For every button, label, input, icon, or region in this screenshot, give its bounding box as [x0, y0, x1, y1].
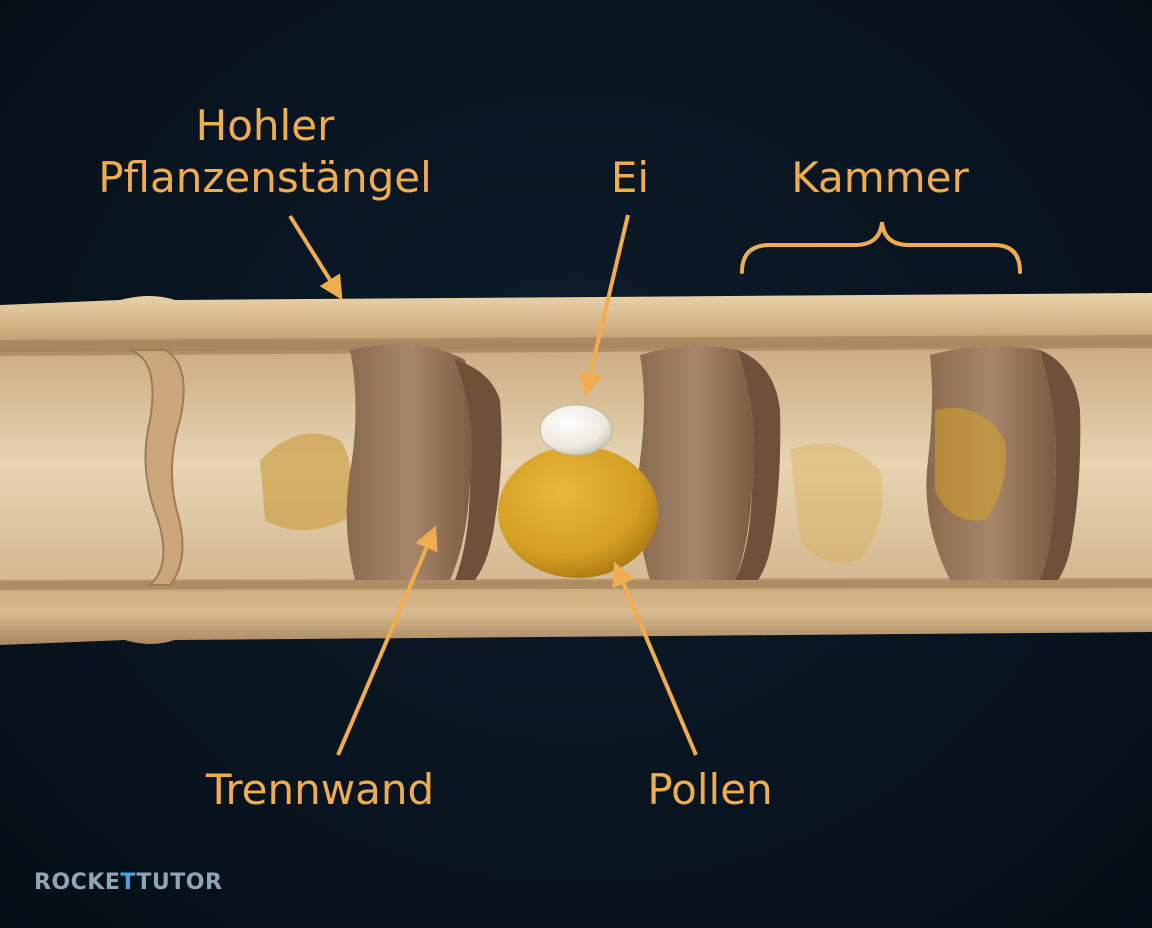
label-partition-wall: Trennwand	[205, 765, 435, 814]
logo-text-rocke: ROCKE	[34, 870, 121, 895]
pollen-residue-wall-3	[935, 408, 1006, 521]
egg	[539, 404, 613, 456]
mud-wall-3-edge	[1040, 350, 1081, 580]
mud-wall-2-edge	[735, 350, 781, 580]
label-egg: Ei	[610, 153, 650, 202]
logo-text-tutor: TUTOR	[136, 870, 223, 895]
logo-text-t: T	[120, 870, 137, 895]
pollen-arrow	[612, 561, 698, 756]
wall-arrow	[336, 525, 438, 756]
label-hollow-stem-line2: Pflanzenstängel	[98, 153, 432, 202]
brand-logo: ROCKETTUTOR	[34, 870, 222, 895]
mud-wall-2	[637, 346, 755, 580]
label-hollow-stem: Hohler Pflanzenstängel	[60, 100, 470, 204]
mud-wall-1	[346, 344, 474, 580]
pollen-residue-right	[790, 443, 883, 563]
pollen-ball	[498, 446, 658, 578]
chamber-brace	[740, 221, 1022, 274]
pollen-residue-left	[260, 433, 352, 530]
stem-bottom-wall-shade	[0, 578, 1152, 590]
label-chamber: Kammer	[791, 153, 969, 202]
stem-node	[129, 349, 185, 586]
stem-top-wall-shade	[0, 335, 1152, 356]
egg-arrow	[578, 214, 630, 397]
label-hollow-stem-line1: Hohler	[195, 101, 335, 150]
stem-arrow	[288, 214, 343, 301]
label-pollen: Pollen	[647, 765, 773, 814]
stem-bottom-wall	[0, 580, 1152, 645]
mud-wall-1-edge	[455, 360, 502, 580]
